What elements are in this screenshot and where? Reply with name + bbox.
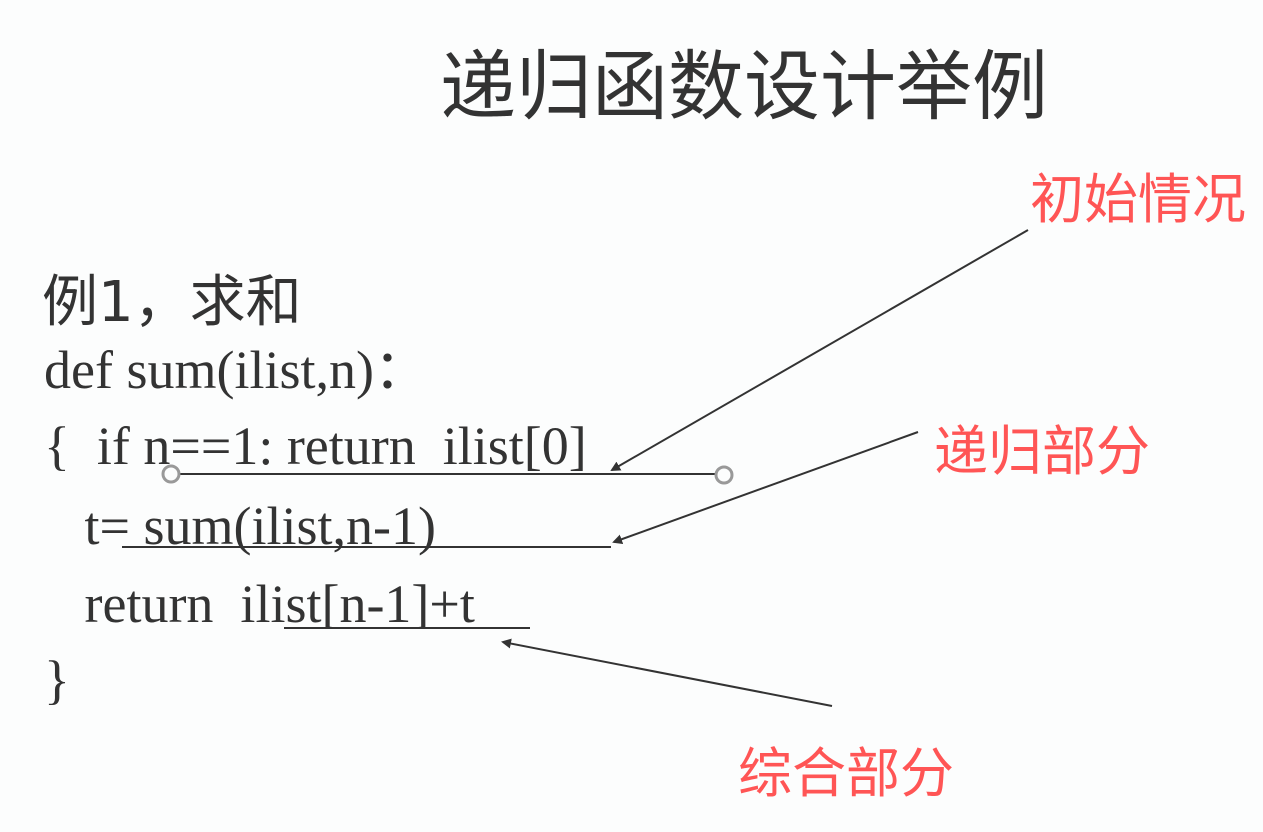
code-line-base-case: { if n==1: return ilist[0] (44, 416, 587, 476)
selection-handle-left[interactable] (161, 464, 181, 484)
code-line-def: def sum(ilist,n)： (44, 340, 428, 400)
arrow-recursive-part (612, 431, 919, 544)
annotation-recursive-part: 递归部分 (934, 420, 1150, 483)
annotation-base-case: 初始情况 (1030, 168, 1246, 231)
selection-handle-right[interactable] (714, 465, 734, 485)
code-line-return: return ilist[n-1]+t (44, 574, 475, 634)
example-heading: 例1，求和 (42, 270, 302, 335)
arrow-base-case (610, 229, 1029, 471)
annotation-combine-part: 综合部分 (738, 742, 954, 805)
slide-title: 递归函数设计举例 (440, 42, 1048, 131)
arrow-combine-part (501, 638, 833, 707)
code-line-close-brace: } (44, 650, 70, 710)
